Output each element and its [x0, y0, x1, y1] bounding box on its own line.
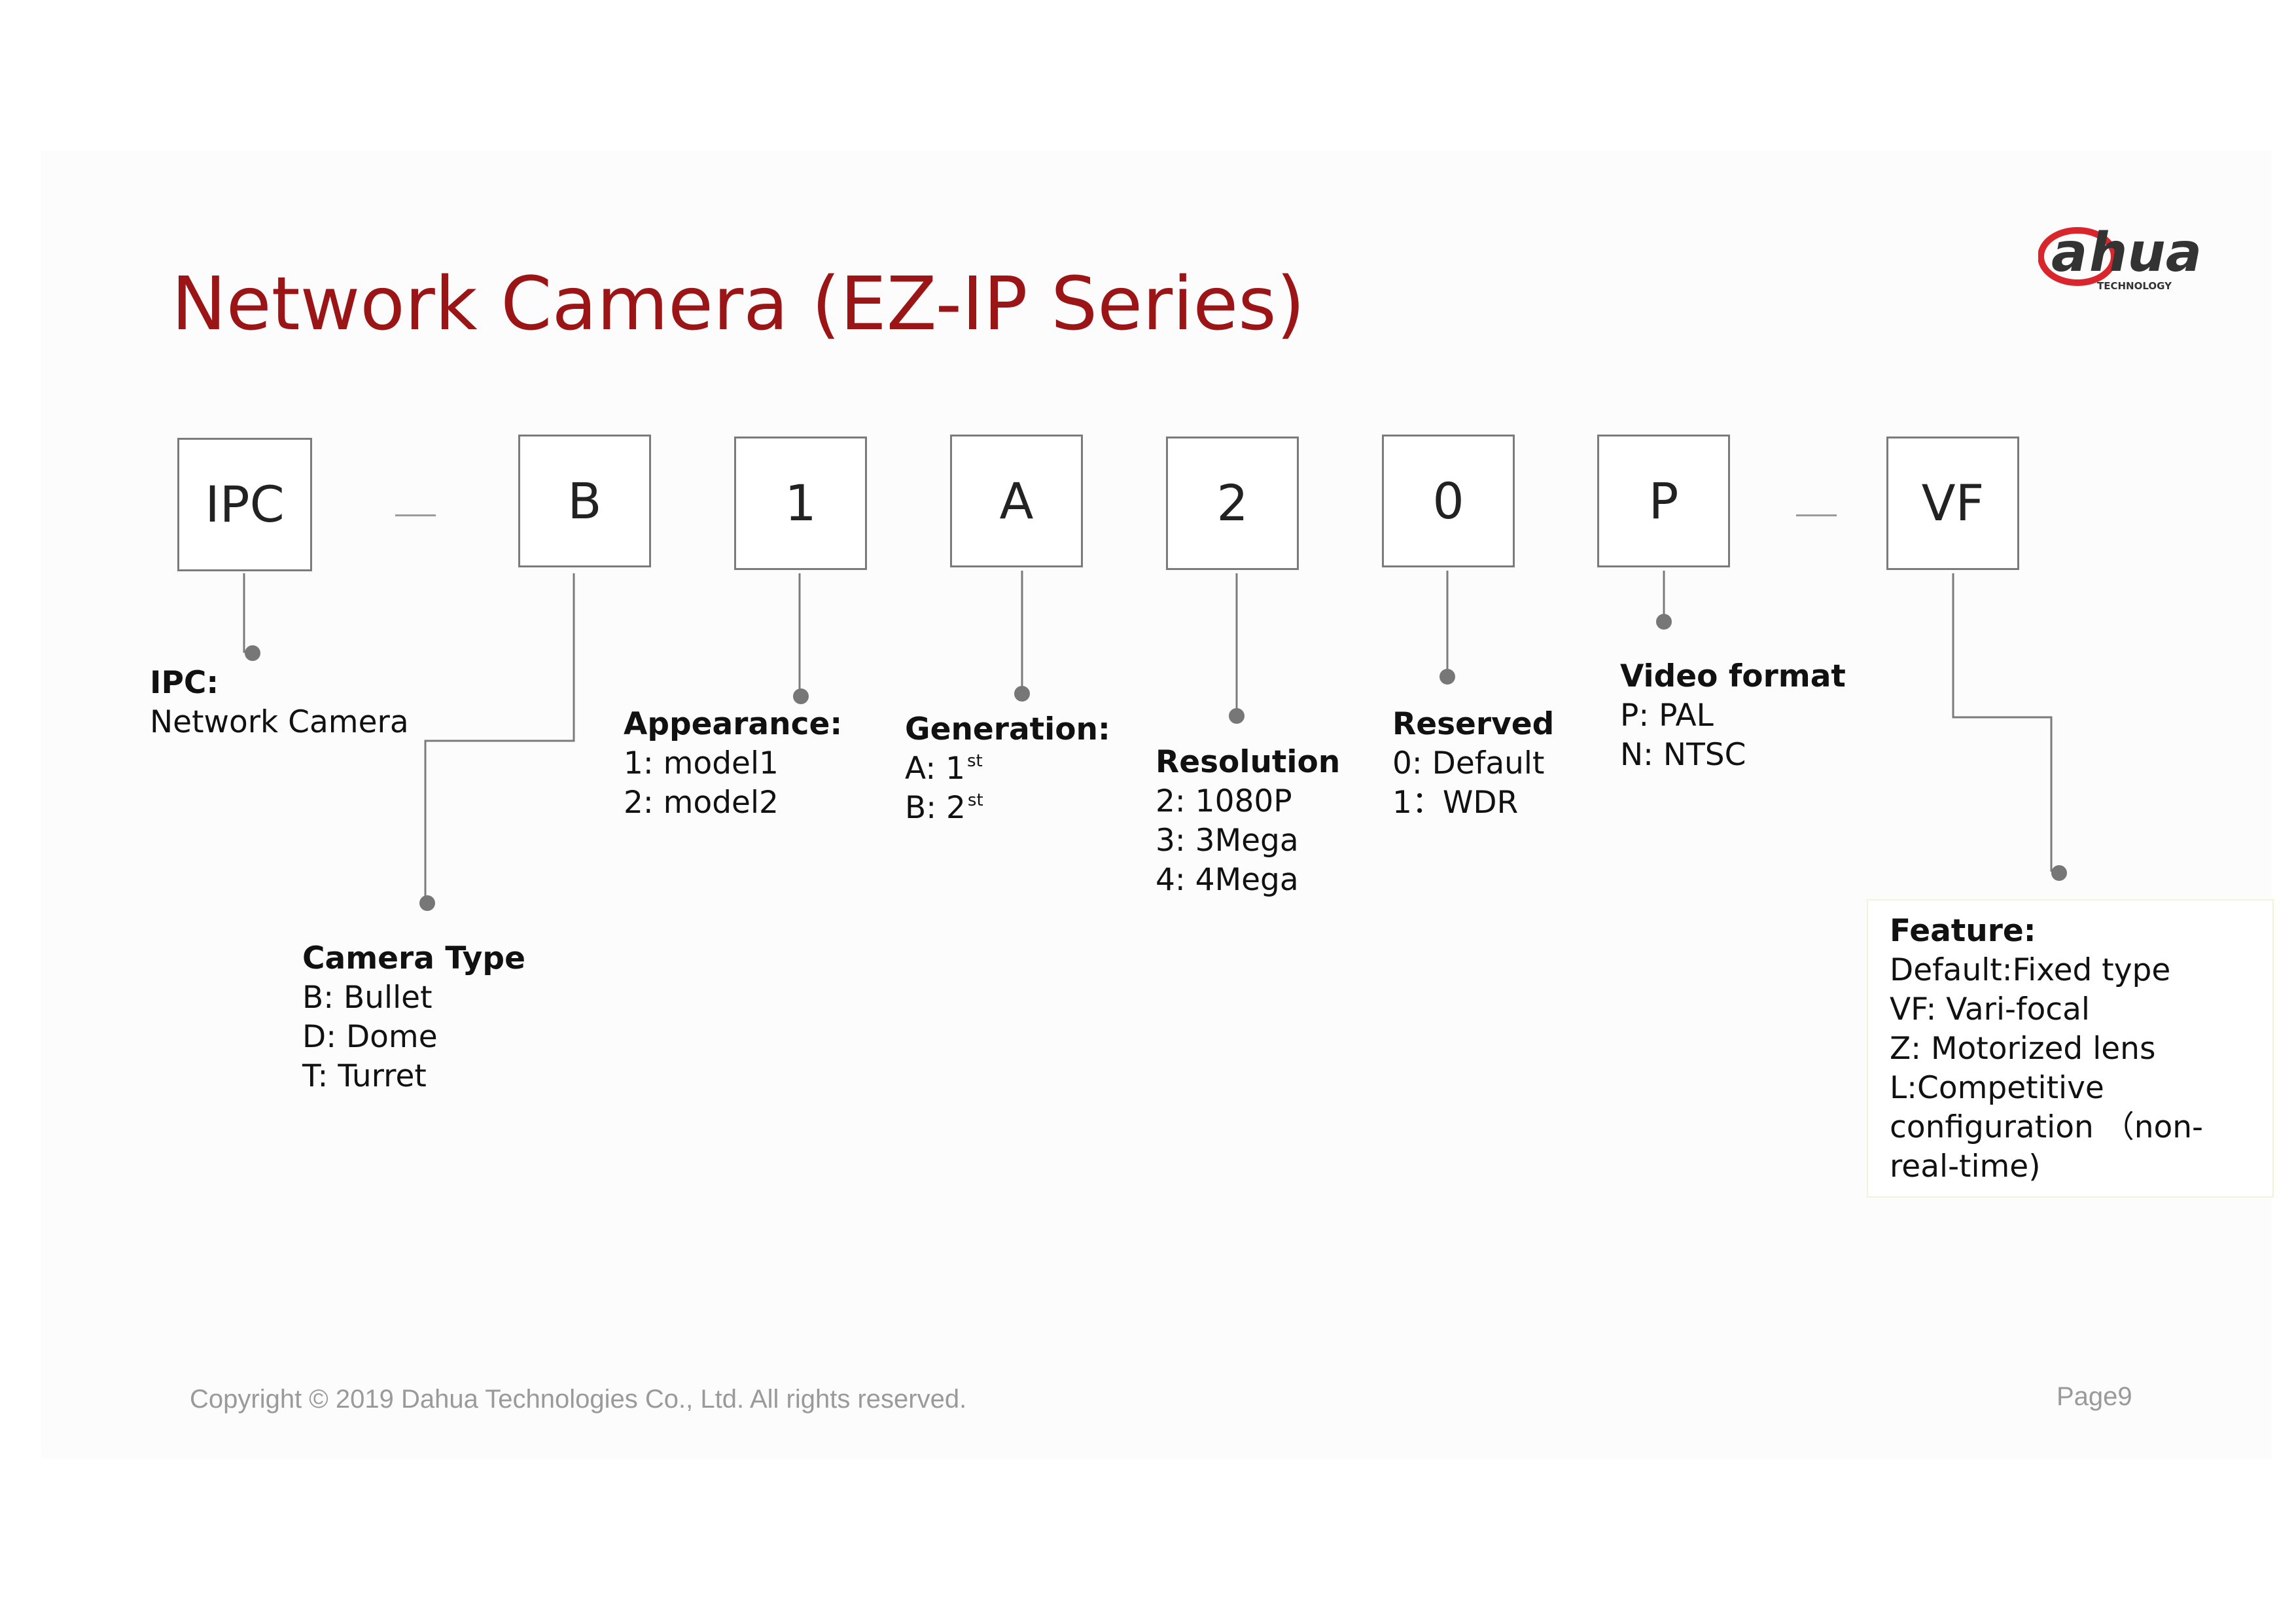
dot-generation: [1014, 686, 1030, 702]
label-line: VF: Vari-focal: [1890, 991, 2090, 1027]
segment-box-generation: A: [950, 435, 1083, 567]
label-line: T: Turret: [302, 1058, 427, 1094]
label-line: 2: 1080P: [1156, 783, 1292, 819]
dot-reserved: [1439, 669, 1455, 685]
segment-box-camera-type: B: [518, 435, 651, 567]
label-resolution: Resolution 2: 1080P 3: 3Mega 4: 4Mega: [1156, 743, 1340, 900]
label-video-format: Video format P: PAL N: NTSC: [1620, 657, 1846, 775]
superscript: st: [967, 791, 983, 810]
label-line: Default:Fixed type: [1890, 952, 2171, 988]
label-feature: Feature: Default:Fixed type VF: Vari-foc…: [1890, 912, 2203, 1186]
svg-text:TECHNOLOGY: TECHNOLOGY: [2097, 280, 2172, 292]
label-reserved: Reserved 0: Default 1：WDR: [1392, 705, 1554, 823]
separator-dash: [1796, 514, 1837, 516]
segment-box-appearance: 1: [734, 437, 867, 570]
label-heading: Reserved: [1392, 706, 1555, 742]
dot-camera-type: [419, 895, 435, 911]
svg-text:a: a: [2051, 222, 2087, 284]
label-line: real-time): [1890, 1149, 2041, 1185]
label-line-text: B: 2: [905, 790, 966, 826]
label-camera-type: Camera Type B: Bullet D: Dome T: Turret: [302, 939, 525, 1096]
segment-box-feature: VF: [1886, 437, 2019, 570]
label-heading: Camera Type: [302, 940, 525, 976]
label-line: 1：WDR: [1392, 785, 1519, 821]
label-line: 3: 3Mega: [1156, 823, 1299, 859]
dot-resolution: [1229, 708, 1245, 724]
label-line: 2: model2: [624, 785, 779, 821]
label-heading: Video format: [1620, 658, 1846, 694]
page-number: Page9: [2057, 1382, 2132, 1411]
dot-feature: [2051, 865, 2067, 881]
page-title: Network Camera (EZ-IP Series): [171, 262, 1305, 347]
label-line: B: Bullet: [302, 980, 433, 1016]
dot-ipc: [245, 645, 260, 661]
segment-box-ipc: IPC: [177, 438, 312, 571]
feature-box: [1867, 899, 2274, 1198]
label-heading: IPC:: [150, 665, 219, 701]
dot-appearance: [793, 688, 809, 704]
segment-box-resolution: 2: [1166, 437, 1299, 570]
label-line: L:Competitive: [1890, 1070, 2104, 1106]
separator-dash: [395, 514, 436, 516]
label-line: N: NTSC: [1620, 737, 1746, 773]
label-ipc: IPC: Network Camera: [150, 664, 409, 742]
label-heading: Generation:: [905, 711, 1110, 747]
copyright-text: Copyright © 2019 Dahua Technologies Co.,…: [190, 1385, 967, 1414]
label-appearance: Appearance: 1: model1 2: model2: [624, 705, 842, 823]
slide-background: [41, 151, 2272, 1459]
label-line: D: Dome: [302, 1019, 438, 1055]
dahua-logo-icon: a hua TECHNOLOGY: [2038, 222, 2202, 292]
label-line: Network Camera: [150, 704, 409, 740]
label-line: Z: Motorized lens: [1890, 1031, 2156, 1067]
svg-text:hua: hua: [2089, 222, 2202, 284]
segment-box-reserved: 0: [1382, 435, 1515, 567]
label-line: 4: 4Mega: [1156, 862, 1299, 898]
label-heading: Appearance:: [624, 706, 843, 742]
connector-camera-type: [424, 573, 575, 902]
connector-ipc: [243, 573, 253, 653]
label-heading: Feature:: [1890, 913, 2036, 949]
label-line-text: A: 1: [905, 751, 966, 787]
connector-feature: [1952, 573, 2053, 872]
label-line: P: PAL: [1620, 698, 1714, 734]
dot-video-format: [1656, 614, 1672, 630]
label-line: configuration （non-: [1890, 1109, 2203, 1145]
superscript: st: [967, 751, 983, 771]
label-line: 0: Default: [1392, 745, 1545, 781]
segment-box-video-format: P: [1597, 435, 1730, 567]
label-heading: Resolution: [1156, 744, 1341, 780]
label-line: 1: model1: [624, 745, 779, 781]
